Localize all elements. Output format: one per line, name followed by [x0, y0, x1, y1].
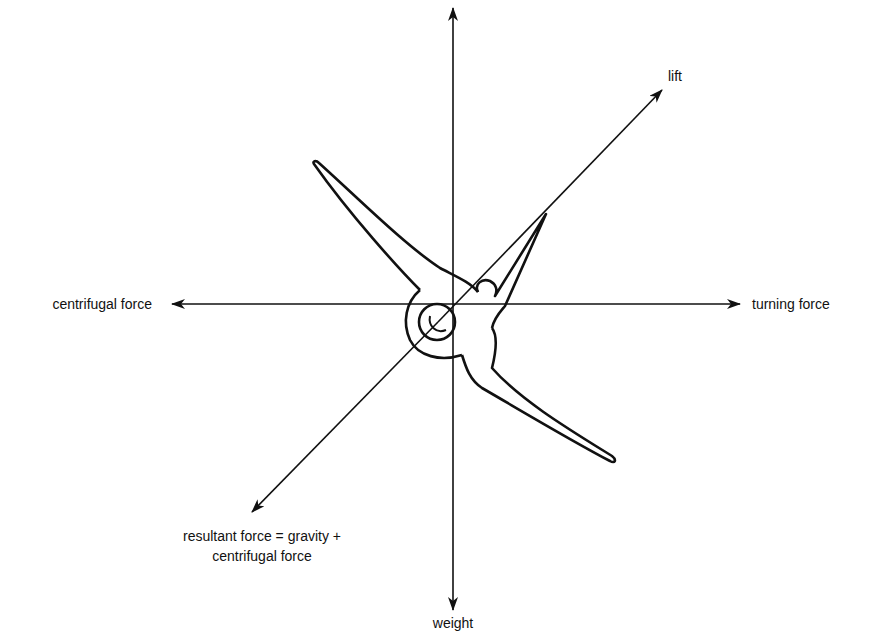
vertical-axis	[452, 8, 454, 610]
force-label: resultant force = gravity + centrifugal …	[172, 526, 352, 566]
rotor-outline	[313, 161, 614, 462]
hub-detail	[430, 316, 446, 331]
force-label: weight	[433, 613, 473, 633]
resultant-arrow	[252, 322, 438, 512]
force-label: turning force	[752, 294, 830, 314]
hub-inner	[419, 304, 455, 340]
blade-upper-right	[477, 214, 546, 328]
force-label: centrifugal force	[52, 294, 152, 314]
blade-lower-right	[462, 328, 615, 462]
blade-upper-left	[313, 161, 478, 292]
force-label: lift	[668, 66, 682, 86]
hub-outline	[406, 290, 462, 358]
